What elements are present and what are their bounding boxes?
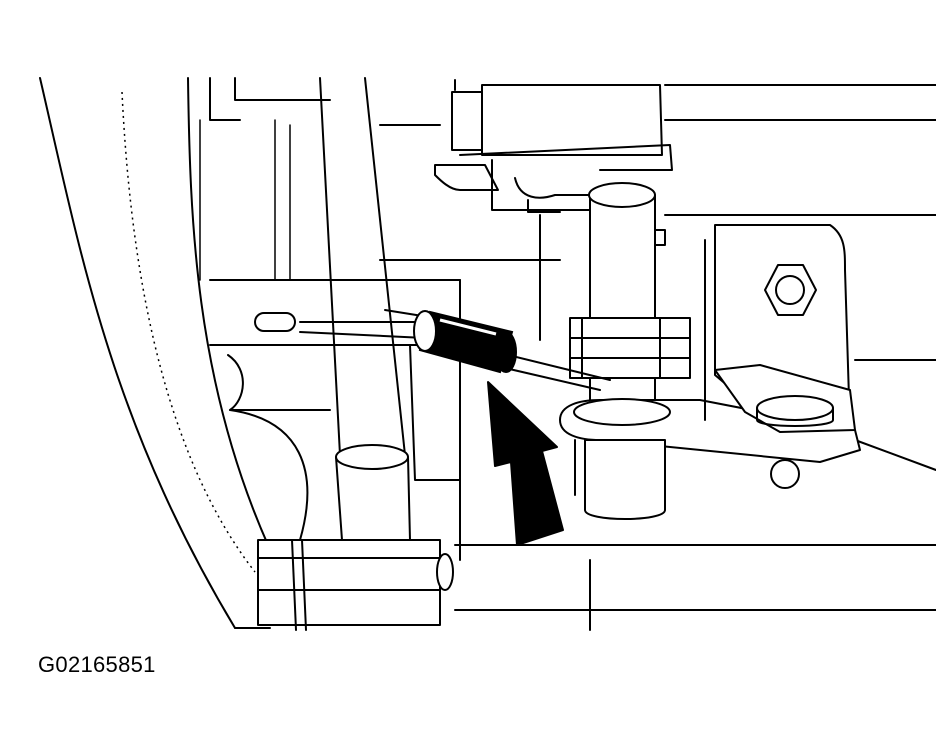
lower-bracket: [257, 539, 454, 631]
frame-lines: [199, 77, 936, 631]
hex-nut-icon: [764, 264, 817, 316]
figure-id-label: G02165851: [38, 652, 156, 677]
connector-clip: [569, 317, 691, 379]
shift-rod: [227, 77, 461, 541]
sensor-connector: [413, 310, 517, 374]
mounting-bracket: [704, 224, 856, 433]
pointer-arrow-icon: [487, 381, 564, 546]
wire-harness: [254, 309, 611, 391]
upper-housing: [434, 84, 673, 213]
outer-panel-edge: [39, 77, 269, 629]
selector-lever: [559, 398, 861, 520]
